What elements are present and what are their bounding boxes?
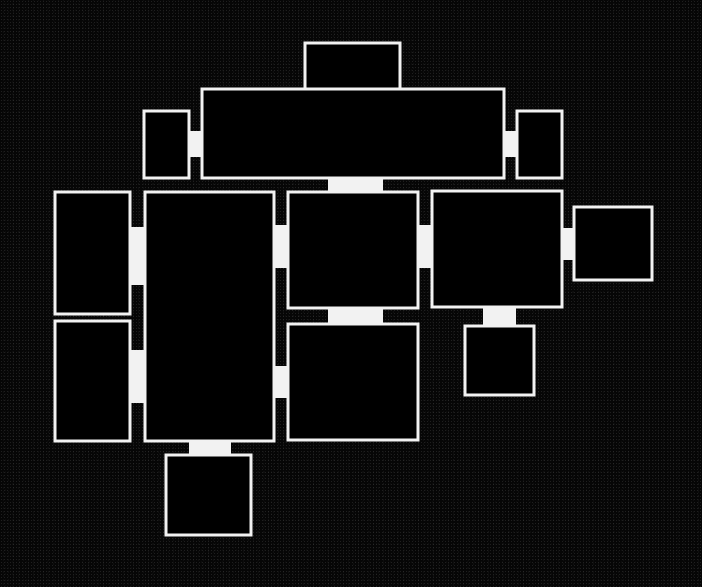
hallway-connector: [562, 228, 575, 260]
room-10[interactable]: [53, 319, 132, 443]
room-5[interactable]: [53, 190, 132, 316]
hallway-connector: [189, 131, 203, 157]
hallway-connector: [328, 308, 383, 324]
hallway-connector: [274, 225, 289, 268]
hallway-connector: [189, 441, 231, 456]
room-4[interactable]: [515, 109, 564, 180]
hallway-connector: [483, 307, 516, 327]
room-7[interactable]: [286, 190, 420, 310]
hallway-connector: [130, 227, 145, 285]
hallway-connector: [503, 131, 518, 157]
hallway-connector: [328, 178, 383, 192]
hallway-connector: [418, 225, 433, 268]
hallway-connector: [274, 366, 289, 398]
room-2[interactable]: [200, 87, 506, 180]
room-1[interactable]: [303, 41, 402, 91]
room-3[interactable]: [142, 109, 191, 180]
room-8[interactable]: [430, 189, 564, 309]
room-12[interactable]: [463, 324, 536, 397]
room-11[interactable]: [286, 322, 420, 442]
room-13[interactable]: [164, 453, 253, 537]
hallway-connector: [130, 350, 145, 403]
room-9[interactable]: [572, 205, 654, 282]
room-6[interactable]: [143, 190, 276, 443]
